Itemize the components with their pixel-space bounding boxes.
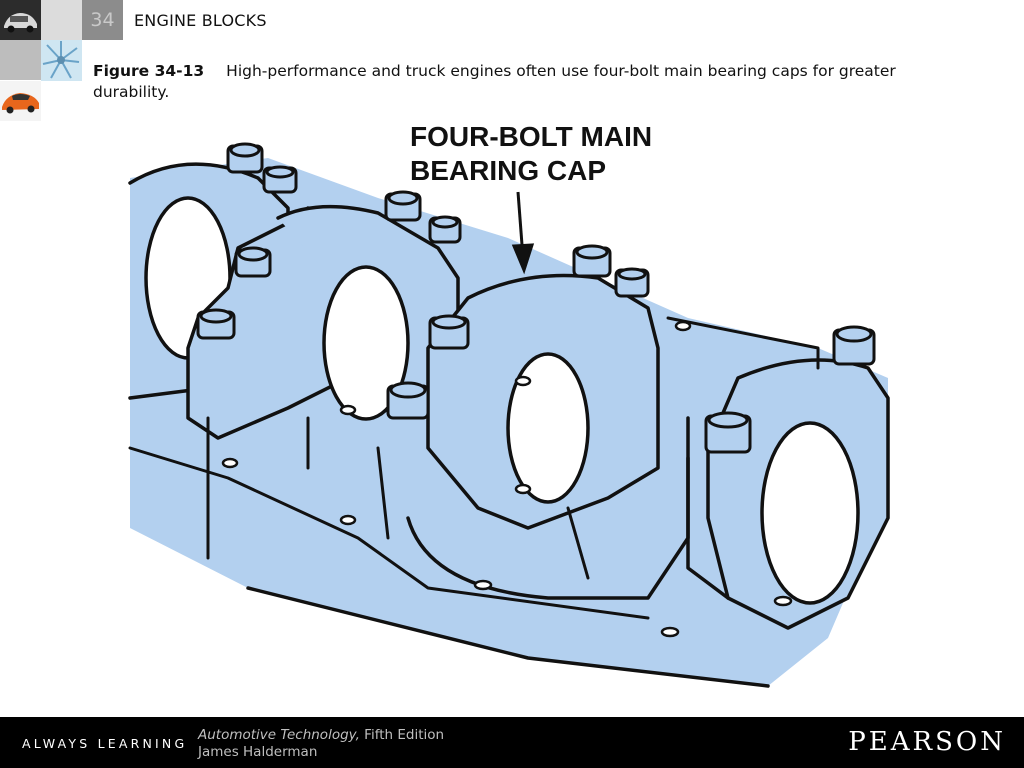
bolt-4: [428, 215, 462, 244]
bolt-12: [704, 411, 752, 454]
bolt-9: [428, 314, 470, 350]
bolt-2: [262, 165, 298, 194]
caption-text: High-performance and truck engines often…: [93, 62, 896, 101]
turbine-thumbnail: [41, 40, 82, 81]
header-block: [41, 0, 82, 40]
bolt-11: [832, 325, 876, 366]
book-author: James Halderman: [198, 744, 318, 760]
bolt-8: [614, 267, 650, 298]
bolt-1: [226, 142, 264, 174]
bolt-3: [384, 190, 422, 222]
chapter-title: ENGINE BLOCKS: [134, 11, 267, 30]
car-thumbnail-silver: [0, 0, 41, 40]
car-thumbnail-orange: [0, 81, 41, 121]
chapter-number: 34: [82, 0, 123, 40]
book-title: Automotive Technology,: [198, 727, 360, 743]
bolt-6: [196, 308, 236, 340]
engine-block-illustration: FOUR-BOLT MAIN BEARING CAP: [128, 121, 890, 688]
footer-tagline: ALWAYS LEARNING: [22, 736, 188, 751]
book-edition: Fifth Edition: [359, 727, 445, 743]
gray-thumbnail: [0, 40, 41, 80]
bolt-10: [386, 381, 430, 420]
figure-label: Figure 34-13: [93, 62, 205, 80]
bolt-7: [572, 244, 612, 278]
book-info: Automotive Technology, Fifth Edition Jam…: [198, 727, 444, 761]
callout-line-1: FOUR-BOLT MAIN: [410, 121, 652, 152]
callout-line-2: BEARING CAP: [410, 155, 606, 186]
bolt-5: [234, 246, 272, 278]
footer-bar: ALWAYS LEARNING Automotive Technology, F…: [0, 717, 1024, 768]
pearson-logo: PEARSON: [848, 727, 1006, 757]
